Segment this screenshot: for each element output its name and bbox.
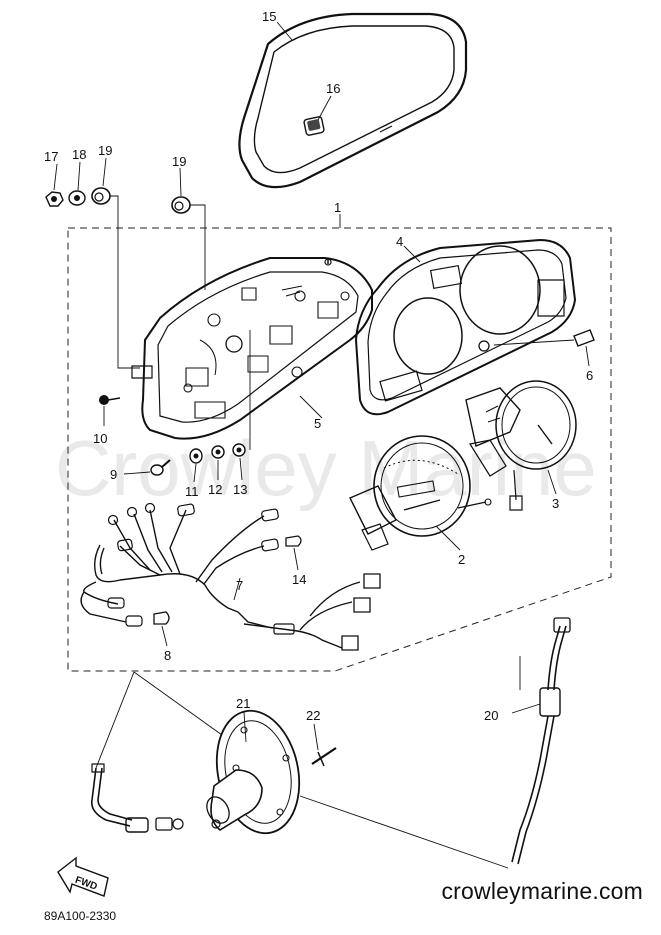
- callout-8: 8: [164, 648, 171, 663]
- callout-1: 1: [334, 200, 341, 215]
- callout-19-right: 19: [172, 154, 186, 169]
- callout-3: 3: [552, 496, 559, 511]
- drawing-code: 89A100-2330: [44, 909, 117, 923]
- callout-9: 9: [110, 467, 117, 482]
- part-9-screw: [151, 460, 170, 475]
- part-14-bulb: [286, 536, 301, 546]
- assembly-outline: [68, 228, 611, 671]
- watermark-text: Crowley Marine: [55, 424, 597, 512]
- part-12-washer: [212, 446, 224, 458]
- callout-17: 18: [72, 147, 86, 162]
- callout-21: 21: [236, 696, 250, 711]
- part-16-grommet: [304, 116, 325, 135]
- part-21-gear-unit: [202, 703, 310, 841]
- part-22-pin: [312, 748, 336, 766]
- callout-labels: 15 16 17 18 19 19 1 4 5 6 3 2 7 14 8 10 …: [44, 9, 593, 723]
- part-6-bulb-socket: [479, 330, 594, 351]
- part-10-screw: [99, 395, 120, 405]
- part-5-rear-case: [132, 258, 372, 439]
- callout-12: 12: [208, 482, 222, 497]
- part-13-nut: [233, 444, 245, 456]
- part-15-bezel: [239, 14, 466, 187]
- callout-7: 7: [236, 578, 243, 593]
- part-2-speedometer: [350, 436, 491, 550]
- part-11-grommet: [190, 449, 202, 463]
- callout-6: 6: [586, 368, 593, 383]
- part-20-speedo-cable: [512, 618, 570, 864]
- callout-leaders: [54, 22, 589, 750]
- lower-left-cable: [92, 764, 183, 832]
- hardware-leaders: [110, 196, 250, 450]
- part-17-washer: [69, 191, 85, 205]
- reference-lines: [96, 656, 520, 868]
- part-8-bulb: [154, 612, 169, 624]
- part-4-front-panel: [356, 240, 575, 414]
- callout-20: 20: [484, 708, 498, 723]
- callout-15: 15: [262, 9, 276, 24]
- callout-2: 2: [458, 552, 465, 567]
- callout-14: 14: [292, 572, 306, 587]
- callout-4: 4: [396, 234, 403, 249]
- part-18-nut: [46, 192, 63, 206]
- callout-16: 16: [326, 81, 340, 96]
- part-3-gauge-assembly: [466, 381, 576, 510]
- callout-18: 17: [44, 149, 58, 164]
- callout-22: 22: [306, 708, 320, 723]
- part-19-damper-right: [172, 197, 190, 213]
- callout-5: 5: [314, 416, 321, 431]
- callout-10: 10: [93, 431, 107, 446]
- callout-13: 13: [233, 482, 247, 497]
- fwd-arrow-icon: FWD: [58, 858, 108, 896]
- part-19-damper-left: [92, 188, 110, 204]
- callout-11: 11: [185, 484, 199, 499]
- callout-19-left: 19: [98, 143, 112, 158]
- site-label: crowleymarine.com: [441, 878, 643, 904]
- part-7-wire-harness: [81, 504, 380, 651]
